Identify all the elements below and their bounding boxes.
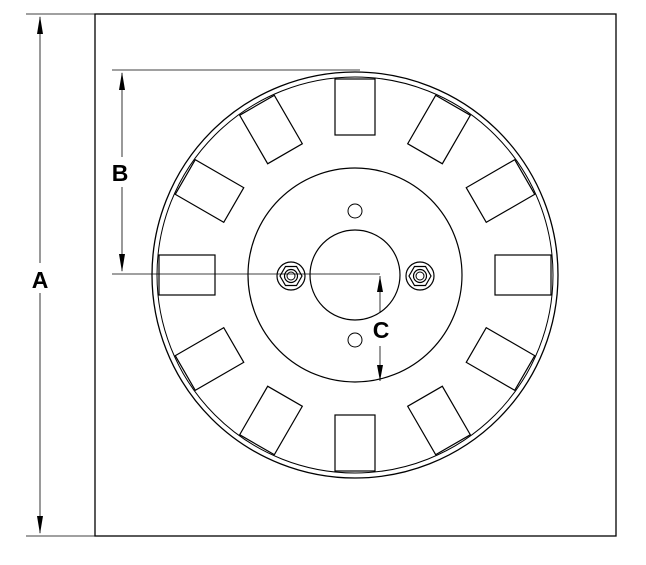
disc-slot [174,326,245,392]
disc-inner-ring [156,76,554,474]
dimension-a [26,13,95,537]
dimension-b [112,69,380,275]
center-bore [309,229,401,321]
disc-slot [494,254,552,296]
mounting-hole-top [347,203,363,219]
disc-slot [334,78,376,136]
nut-left [276,261,306,291]
slot-group [158,78,552,472]
square-plate-outline [94,13,617,537]
disc-slot [158,254,216,296]
disc-slot [406,385,472,456]
dimension-c [377,276,383,381]
disc-slot [406,94,472,165]
disc-slot [465,158,536,224]
disc-slot [174,158,245,224]
disc-outer-ring [151,71,559,479]
mounting-hole-bottom [347,332,363,348]
dimension-c-label: C [373,317,390,343]
nut-right [405,261,435,291]
disc-slot [465,326,536,392]
disc-slot [238,94,304,165]
dimension-b-label: B [112,160,129,186]
dimension-a-label: A [32,267,49,293]
hub-circle [247,167,463,383]
disc-slot [238,385,304,456]
disc-slot [334,414,376,472]
